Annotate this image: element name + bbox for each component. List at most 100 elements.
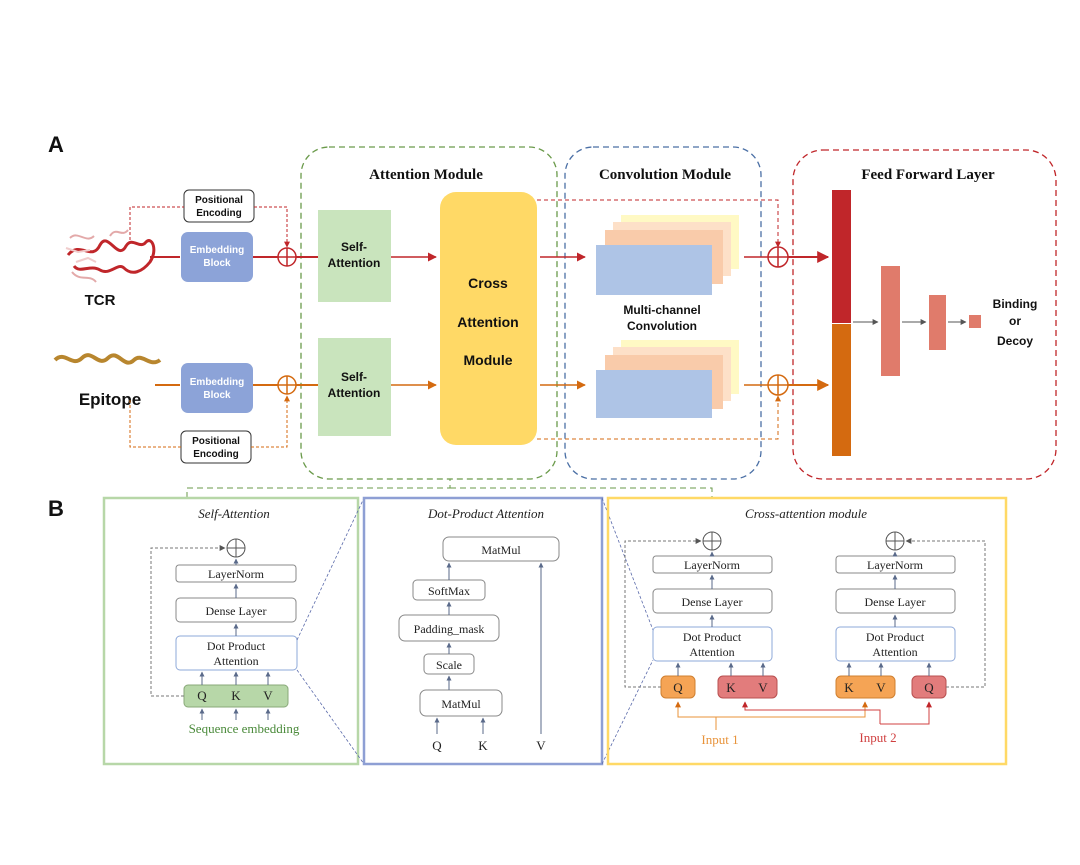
feed-forward-title: Feed Forward Layer — [861, 167, 995, 183]
dot-product-title: Dot-Product Attention — [427, 506, 544, 521]
ca-right-dense: Dense Layer — [865, 595, 926, 609]
positional-encoding-bottom-l1: Positional — [192, 436, 240, 447]
epitope-label: Epitope — [79, 390, 141, 409]
feed-forward-frame — [792, 149, 1057, 480]
embedding-block-bottom-l1: Embedding — [190, 377, 244, 388]
ff-concat-bottom — [832, 324, 851, 456]
embedding-block-top-l2: Block — [203, 258, 231, 269]
sa-v: V — [263, 688, 273, 703]
dp-matmul-bottom-box — [419, 689, 503, 717]
positional-encoding-top-l2: Encoding — [196, 208, 242, 219]
convolution-module-frame — [564, 146, 762, 480]
positional-encoding-bottom-l2: Encoding — [193, 449, 239, 460]
pos-enc-bottom-line — [129, 400, 181, 448]
tcr-label: TCR — [85, 292, 116, 309]
multichannel-l1: Multi-channel — [623, 303, 700, 317]
panel-a-label: A — [48, 132, 64, 157]
dp-v: V — [536, 738, 546, 753]
zoom-line-2 — [296, 669, 365, 765]
residual-bottom — [537, 395, 781, 440]
embedding-block-bottom — [181, 363, 253, 413]
sa-layernorm: LayerNorm — [208, 567, 265, 581]
multichannel-l2: Convolution — [627, 319, 697, 333]
cross-attention-l3: Module — [464, 352, 513, 368]
sa-dot-l1: Dot Product — [207, 639, 266, 653]
ca-right-kv-box — [835, 675, 896, 699]
ca-left-dot-l2: Attention — [689, 645, 734, 659]
ca-right-k: K — [844, 680, 854, 695]
ff-output — [969, 315, 981, 328]
conv-stack-top — [596, 215, 739, 295]
ca-right-dot-l1: Dot Product — [866, 630, 925, 644]
ff-layer-1 — [881, 266, 900, 376]
cross-attention-panel — [606, 496, 1008, 766]
residual-top — [537, 199, 781, 248]
positional-encoding-top — [183, 189, 255, 223]
dp-q: Q — [432, 738, 442, 753]
cross-attention-l2: Attention — [457, 314, 518, 330]
ca-left-k: K — [726, 680, 736, 695]
zoom-line-4 — [601, 659, 654, 765]
dot-product-panel — [362, 496, 604, 766]
sa-k: K — [231, 688, 241, 703]
ca-left-layernorm: LayerNorm — [684, 558, 741, 572]
pos-enc-top-line — [129, 206, 184, 240]
pos-enc-top-to-add — [254, 206, 290, 248]
sa-sequence-embedding: Sequence embedding — [189, 721, 300, 736]
embedding-block-top — [181, 232, 253, 282]
dp-k: K — [478, 738, 488, 753]
conv-stack-bottom — [596, 340, 739, 418]
convolution-module-title: Convolution Module — [599, 167, 731, 183]
ca-right-dot-l2: Attention — [872, 645, 917, 659]
tcr-structure-icon — [65, 229, 156, 283]
sa-dense: Dense Layer — [206, 604, 267, 618]
dp-padding-mask: Padding_mask — [414, 622, 485, 636]
ca-left-residual — [624, 538, 702, 688]
ca-left-dot-l1: Dot Product — [683, 630, 742, 644]
ca-left-q: Q — [673, 680, 683, 695]
self-attention-top-l1: Self- — [341, 240, 367, 254]
zoom-line-3 — [601, 497, 654, 631]
epitope-structure-icon — [53, 353, 162, 365]
input1-label: Input 1 — [701, 732, 738, 747]
self-attention-top — [318, 210, 391, 302]
cross-attention-title: Cross-attention module — [745, 506, 867, 521]
embedding-block-top-l1: Embedding — [190, 245, 244, 256]
self-attention-bottom — [318, 338, 391, 436]
self-attention-title: Self-Attention — [198, 506, 269, 521]
output-l3: Decoy — [997, 334, 1033, 348]
ff-layer-2 — [929, 295, 946, 350]
ff-concat-top — [832, 190, 851, 323]
ca-right-v: V — [876, 680, 886, 695]
input2-label: Input 2 — [859, 730, 896, 745]
ca-right-q: Q — [924, 680, 934, 695]
sa-q: Q — [197, 688, 207, 703]
sa-dot-l2: Attention — [213, 654, 258, 668]
ca-right-residual — [905, 538, 986, 688]
dp-matmul-top-box — [442, 536, 560, 562]
zoom-line-1 — [296, 497, 365, 641]
embedding-block-bottom-l2: Block — [203, 390, 231, 401]
zoom-connector-b — [450, 487, 713, 498]
self-attention-top-l2: Attention — [328, 256, 381, 270]
dp-matmul-bottom: MatMul — [441, 697, 481, 711]
sa-residual — [150, 545, 226, 697]
self-attention-bottom-l2: Attention — [328, 386, 381, 400]
zoom-connector-a — [186, 479, 451, 498]
ca-left-dense: Dense Layer — [682, 595, 743, 609]
input2-routing — [742, 701, 932, 725]
positional-encoding-top-l1: Positional — [195, 195, 243, 206]
pos-enc-bottom-to-add — [251, 395, 290, 448]
dp-scale: Scale — [436, 658, 462, 672]
self-attention-bottom-l1: Self- — [341, 370, 367, 384]
attention-module-title: Attention Module — [369, 167, 483, 183]
ca-left-kv-box — [717, 675, 778, 699]
dp-softmax: SoftMax — [428, 584, 470, 598]
ca-left-v: V — [758, 680, 768, 695]
input1-routing — [675, 701, 868, 730]
output-l1: Binding — [993, 297, 1038, 311]
cross-attention-l1: Cross — [468, 275, 508, 291]
attention-module-frame — [300, 146, 558, 480]
self-attention-panel — [102, 496, 360, 766]
